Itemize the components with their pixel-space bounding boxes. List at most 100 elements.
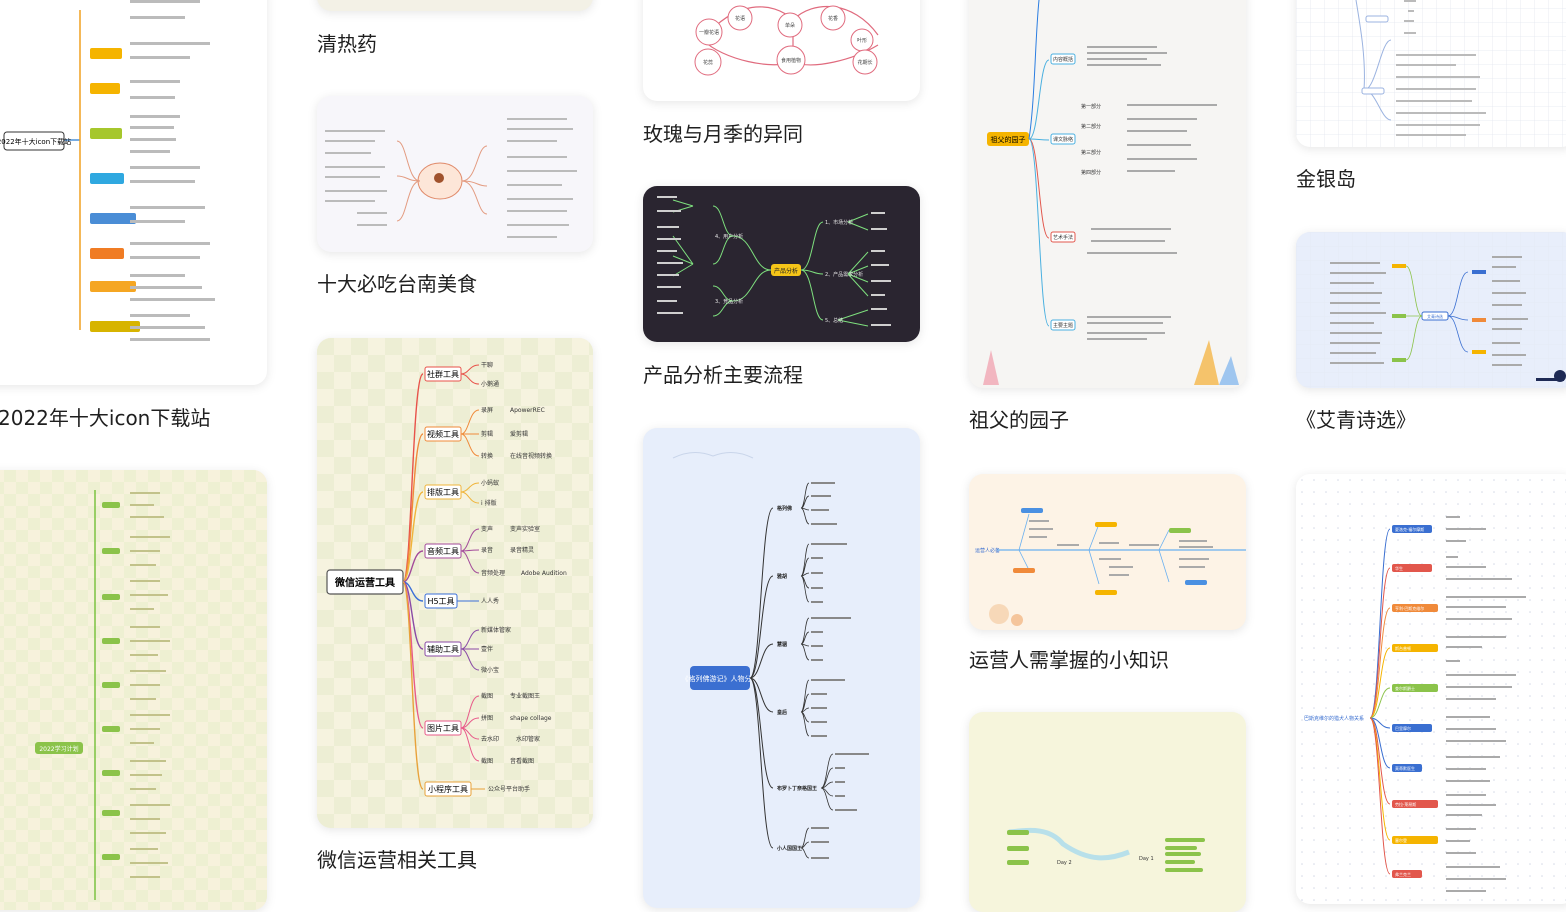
svg-text:新媒体管家: 新媒体管家: [481, 626, 511, 634]
svg-text:shape collage: shape collage: [510, 715, 552, 722]
wechat-branch-0: 社群工具: [427, 369, 459, 379]
caption-wechat-tools[interactable]: 微信运营相关工具: [317, 848, 477, 872]
svg-text:小蚂蚁: 小蚂蚁: [481, 479, 499, 487]
svg-text:2、产品需求分析: 2、产品需求分析: [825, 271, 863, 278]
caption-rose-diff[interactable]: 玫瑰与月季的异同: [643, 122, 803, 146]
garden-root: 祖父的园子: [991, 135, 1026, 144]
day-plan-mindmap: Day 2 Day 1: [1007, 827, 1205, 872]
svg-text:爱剪辑: 爱剪辑: [510, 430, 528, 438]
svg-text:i 排版: i 排版: [481, 499, 497, 507]
svg-text:单朵: 单朵: [785, 22, 795, 29]
svg-text:Day 1: Day 1: [1139, 856, 1154, 862]
svg-text:干聊: 干聊: [481, 361, 493, 369]
svg-text:艺术手法: 艺术手法: [1053, 234, 1073, 241]
wechat-branch-6: 图片工具: [427, 723, 459, 733]
svg-text:一瓣花语: 一瓣花语: [699, 29, 719, 36]
svg-text:花语: 花语: [735, 15, 745, 22]
caption-product-analysis[interactable]: 产品分析主要流程: [643, 363, 803, 387]
ops-root: 运营人必备: [975, 547, 1000, 554]
gulliver-mindmap: 《格列佛游记》人物分析 格列佛 雅胡 慧骃 皇后 布罗卜丁奈格国王 小人国国王: [672, 452, 869, 859]
wechat-branch-7: 小程序工具: [428, 784, 468, 794]
grandpa-garden-mindmap: 祖父的园子 内容概括 课文脉络 艺术手法 主要主题 第一部分 第二部分 第三部分…: [983, 0, 1239, 385]
svg-text:花期长: 花期长: [857, 59, 872, 66]
wechat-root: 微信运营工具: [334, 576, 395, 589]
svg-text:ApowerREC: ApowerREC: [510, 407, 545, 414]
svg-text:音看截图: 音看截图: [510, 757, 534, 765]
svg-text:第一部分: 第一部分: [1081, 103, 1101, 110]
card-grandpa-garden[interactable]: 祖父的园子 内容概括 课文脉络 艺术手法 主要主题 第一部分 第二部分 第三部分…: [969, 0, 1246, 388]
card-icon-sites[interactable]: 2022年十大icon下载站: [0, 0, 267, 385]
svg-text:夏洛克·福尔摩斯: 夏洛克·福尔摩斯: [1395, 526, 1424, 532]
taiwan-food-mindmap: [325, 118, 577, 238]
wechat-branch-2: 排版工具: [427, 487, 459, 497]
svg-text:录音: 录音: [481, 546, 493, 554]
icon-sites-branches: [90, 48, 140, 332]
svg-text:录音精灵: 录音精灵: [510, 546, 534, 554]
svg-text:Adobe Audition: Adobe Audition: [521, 570, 567, 577]
card-day-plan[interactable]: Day 2 Day 1: [969, 712, 1246, 912]
card-heat-medicine[interactable]: [317, 0, 593, 11]
caption-taiwan-food[interactable]: 十大必吃台南美食: [317, 272, 477, 296]
svg-text:课文脉络: 课文脉络: [1053, 136, 1073, 143]
caption-icon-sites[interactable]: 2022年十大icon下载站: [0, 406, 211, 430]
svg-text:音频处理: 音频处理: [481, 569, 505, 577]
card-wechat-tools[interactable]: 微信运营工具 社群工具 视频工具 排版工具 音频工具 H5工具 辅助工具: [317, 338, 593, 828]
svg-text:5、总结: 5、总结: [825, 317, 843, 324]
svg-text:微小宝: 微小宝: [481, 666, 499, 674]
treasure-island-mindmap: [1296, 0, 1566, 147]
svg-text:公众号平台助手: 公众号平台助手: [488, 785, 530, 793]
svg-text:专业截图王: 专业截图王: [510, 692, 540, 700]
card-left-bottom[interactable]: 2022学习计划: [0, 470, 267, 910]
svg-text:水印管家: 水印管家: [516, 735, 540, 743]
svg-text:Day 2: Day 2: [1057, 860, 1072, 866]
card-treasure-island[interactable]: [1296, 0, 1566, 147]
svg-text:小鹅通: 小鹅通: [481, 380, 499, 388]
wechat-branch-1: 视频工具: [427, 429, 459, 439]
svg-text:第四部分: 第四部分: [1081, 169, 1101, 176]
svg-text:拼图: 拼图: [481, 714, 493, 722]
left-bottom-mindmap: 2022学习计划: [0, 470, 267, 910]
svg-text:花蕊: 花蕊: [703, 59, 713, 66]
aiqing-root: 艾青诗选: [1427, 313, 1443, 319]
svg-text:录屏: 录屏: [481, 406, 493, 414]
svg-text:第三部分: 第三部分: [1081, 149, 1101, 156]
card-ops-knowledge[interactable]: 运营人必备: [969, 474, 1246, 630]
svg-text:皇后: 皇后: [777, 709, 787, 716]
bazaar-characters-mindmap: 巴斯克维尔的猎犬人物关系 夏洛克·福尔摩斯 华: [1296, 474, 1566, 904]
svg-text:塞尔登: 塞尔登: [1395, 837, 1407, 843]
card-gulliver[interactable]: 《格列佛游记》人物分析 格列佛 雅胡 慧骃 皇后 布罗卜丁奈格国王 小人国国王: [643, 428, 920, 908]
svg-text:弗兰克兰: 弗兰克兰: [1395, 871, 1411, 877]
card-taiwan-food[interactable]: [317, 96, 593, 252]
bazaar-root: 巴斯克维尔的猎犬人物关系: [1304, 715, 1364, 722]
product-root: 产品分析: [774, 267, 798, 275]
svg-text:小人国国王: 小人国国王: [777, 845, 802, 852]
wechat-branch-3: 音频工具: [427, 546, 459, 556]
caption-ops-knowledge[interactable]: 运营人需掌握的小知识: [969, 648, 1169, 672]
svg-text:食用植物: 食用植物: [781, 57, 801, 64]
aiqing-poems-mindmap: 艾青诗选: [1296, 232, 1566, 388]
card-aiqing-poems[interactable]: 艾青诗选: [1296, 232, 1566, 388]
icon-sites-mindmap: 2022年十大icon下载站: [0, 0, 215, 341]
caption-aiqing-poems[interactable]: 《艾青诗选》: [1296, 408, 1416, 432]
card-bazaar-characters[interactable]: 巴斯克维尔的猎犬人物关系 夏洛克·福尔摩斯 华: [1296, 474, 1566, 904]
svg-text:转换: 转换: [481, 452, 493, 460]
svg-text:格列佛: 格列佛: [777, 505, 792, 512]
svg-text:变声: 变声: [481, 525, 493, 533]
svg-text:内容概括: 内容概括: [1053, 56, 1073, 63]
svg-text:莫蒂默医生: 莫蒂默医生: [1395, 765, 1415, 771]
card-rose-diff[interactable]: 花语 花香 一瓣花语 单朵 食用植物 花蕊 叶形 花期长: [643, 0, 920, 101]
svg-text:人人秀: 人人秀: [481, 597, 499, 605]
card-product-analysis[interactable]: 产品分析 1、市场分析 2、产品需求分析 5、总结 4、用户分析 3、竞品分析: [643, 186, 920, 342]
caption-treasure-island[interactable]: 金银岛: [1296, 167, 1356, 191]
svg-text:剪辑: 剪辑: [481, 430, 493, 438]
caption-grandpa-garden[interactable]: 祖父的园子: [969, 408, 1069, 432]
svg-text:壹伴: 壹伴: [481, 645, 493, 653]
wechat-branch-4: H5工具: [427, 597, 454, 606]
svg-text:去水印: 去水印: [481, 735, 499, 743]
svg-text:截图: 截图: [481, 757, 493, 765]
caption-heat-medicine[interactable]: 清热药: [317, 32, 377, 56]
svg-text:截图: 截图: [481, 692, 493, 700]
svg-text:斯台普顿: 斯台普顿: [1395, 645, 1411, 651]
svg-text:巴里摩尔: 巴里摩尔: [1395, 725, 1411, 731]
product-analysis-mindmap: 产品分析 1、市场分析 2、产品需求分析 5、总结 4、用户分析 3、竞品分析: [657, 196, 891, 327]
